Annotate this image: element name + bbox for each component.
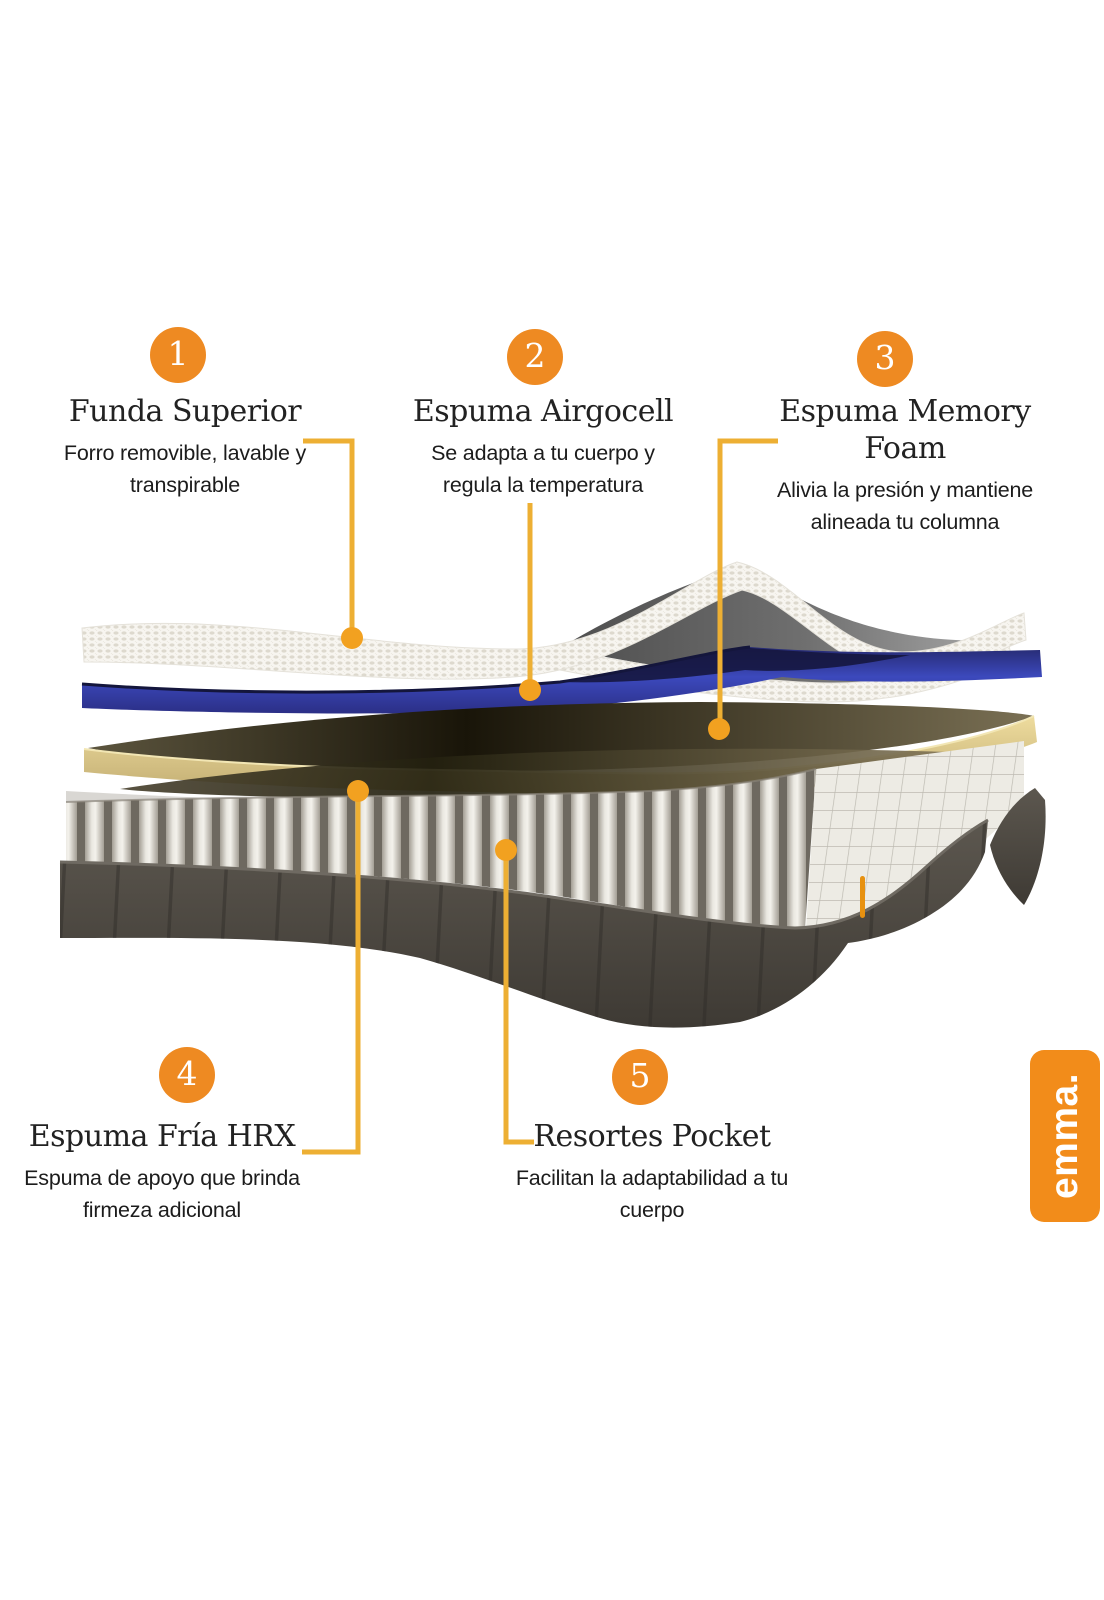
callout-description: Forro removible, lavable y transpirable xyxy=(63,441,307,497)
leader-line-1 xyxy=(303,438,355,636)
base-top-edge-highlight xyxy=(59,818,989,930)
callout-title: Espuma Airgocell xyxy=(412,394,674,429)
emma-logo-text: emma. xyxy=(1043,1072,1086,1200)
callout-description: Alivia la presión y mantiene alineada tu… xyxy=(776,478,1034,534)
leader-dot-1 xyxy=(341,627,363,649)
callout-1-number-badge: 1 xyxy=(150,327,206,383)
springs-top-edge xyxy=(65,768,817,803)
springs-front-face xyxy=(66,769,816,929)
callout-title: Resortes Pocket xyxy=(533,1119,771,1154)
leader-dot-2 xyxy=(519,679,541,701)
airgocell-top-edge xyxy=(81,645,751,694)
callout-2-number-badge: 2 xyxy=(507,329,563,385)
callout-espuma-airgocell: Espuma Airgocell Se adapta a tu cuerpo y… xyxy=(363,393,723,501)
callout-description: Espuma de apoyo que brinda firmeza adici… xyxy=(24,1166,300,1222)
leader-lines xyxy=(302,438,778,1155)
mattress-base xyxy=(59,788,1046,1028)
leader-dot-5 xyxy=(495,839,517,861)
mattress-layer-airgocell xyxy=(81,645,1042,714)
emma-logo: emma. xyxy=(1030,1050,1100,1222)
callout-5-number-badge: 5 xyxy=(612,1049,668,1105)
callout-title: Espuma Memory Foam xyxy=(779,394,1031,466)
callout-4-number-badge: 4 xyxy=(159,1047,215,1103)
base-corner-piece xyxy=(990,788,1046,905)
callout-funda-superior: Funda Superior Forro removible, lavable … xyxy=(5,393,365,501)
leader-line-5 xyxy=(503,850,534,1145)
callout-description: Se adapta a tu cuerpo y regula la temper… xyxy=(431,441,655,497)
leader-dot-3 xyxy=(708,718,730,740)
callout-3-number-badge: 3 xyxy=(857,331,913,387)
airgocell-fold-shadow xyxy=(560,648,910,683)
base-stitch-mark xyxy=(860,876,865,918)
leader-dots xyxy=(341,627,730,861)
leader-dot-4 xyxy=(347,780,369,802)
cover-top-band xyxy=(81,561,1027,680)
callout-title: Funda Superior xyxy=(68,394,302,429)
leader-line-4 xyxy=(302,791,361,1155)
callout-espuma-memory-foam: Espuma Memory Foam Alivia la presión y m… xyxy=(725,393,1085,538)
callout-resortes-pocket: Resortes Pocket Facilitan la adaptabilid… xyxy=(472,1118,832,1226)
leader-line-3 xyxy=(717,438,778,728)
callout-description: Facilitan la adaptabilidad a tu cuerpo xyxy=(515,1166,789,1222)
callout-title: Espuma Fría HRX xyxy=(28,1119,296,1154)
callout-espuma-fria-hrx: Espuma Fría HRX Espuma de apoyo que brin… xyxy=(0,1118,342,1226)
